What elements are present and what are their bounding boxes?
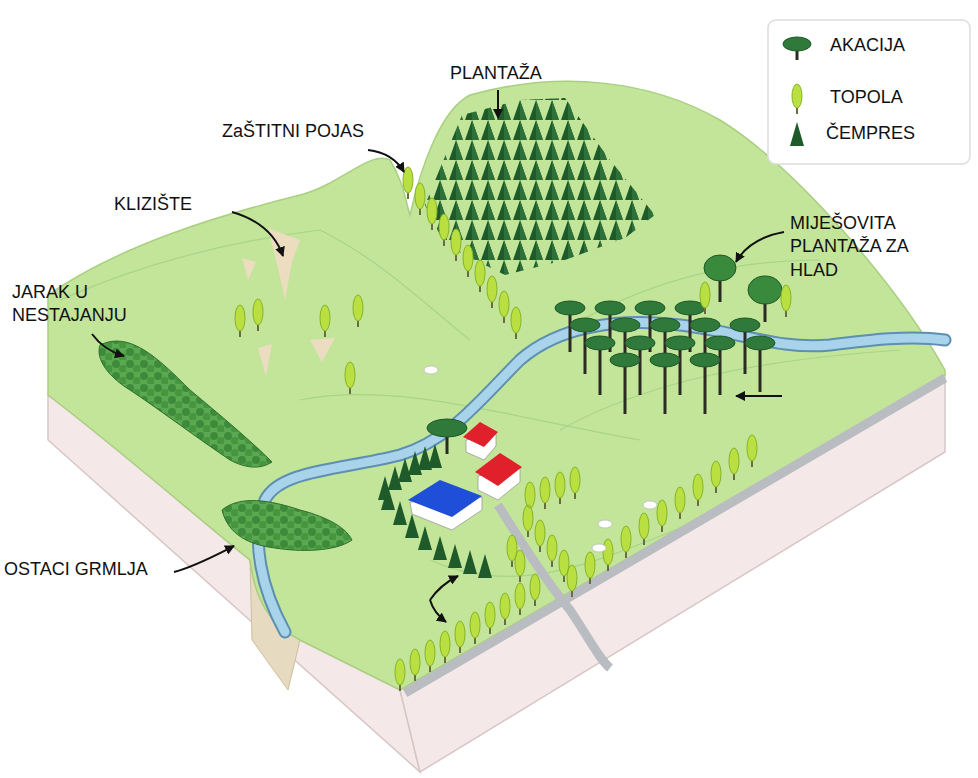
leader-arrow (92, 334, 124, 356)
callout-label: ZaŠTITNI POJAS (222, 120, 364, 143)
legend-label: TOPOLA (830, 86, 903, 109)
leader-arrow (497, 90, 499, 118)
legend-acacia-symbol (783, 37, 811, 51)
road (498, 505, 610, 668)
legend-cypress-symbol (790, 122, 804, 146)
leader-arrow (736, 232, 784, 262)
house-roof-red (463, 422, 498, 447)
legend-label: ČEMPRES (826, 122, 915, 145)
callout-label: PLANTAŽA (450, 62, 542, 85)
legend-label: AKACIJA (830, 34, 905, 57)
grazing-animals (424, 366, 657, 552)
callout-label: MIJEŠOVITA PLANTAŽA ZA HLAD (790, 212, 930, 282)
legend-poplar-trunk (796, 108, 798, 114)
terrain-top (48, 81, 945, 690)
leader-arrow (232, 212, 283, 256)
shrub-remnants (222, 501, 352, 551)
leader-arrow (430, 600, 446, 622)
house-roof-blue (408, 480, 482, 517)
stream-bank (258, 323, 945, 632)
stream (258, 323, 945, 632)
leader-arrow (368, 150, 404, 172)
legend-box (768, 20, 970, 164)
leader-arrow (174, 546, 234, 572)
legend-poplar-symbol (792, 84, 802, 108)
poplar-trunks (240, 193, 786, 691)
acacia-canopies (427, 301, 775, 437)
callout-label: KLIZIŠTE (114, 193, 192, 216)
shade-trees (704, 255, 782, 304)
cypress-hedge (378, 444, 492, 578)
road (405, 378, 945, 693)
house-roof-red (475, 453, 522, 486)
leader-arrow (430, 576, 458, 600)
gully-shrubs (99, 341, 272, 467)
leader-arrow (736, 395, 782, 397)
callout-label: OSTACI GRMLJA (4, 558, 148, 581)
callout-label: JARAK U NESTAJANJU (12, 281, 152, 328)
poplars (235, 167, 791, 685)
